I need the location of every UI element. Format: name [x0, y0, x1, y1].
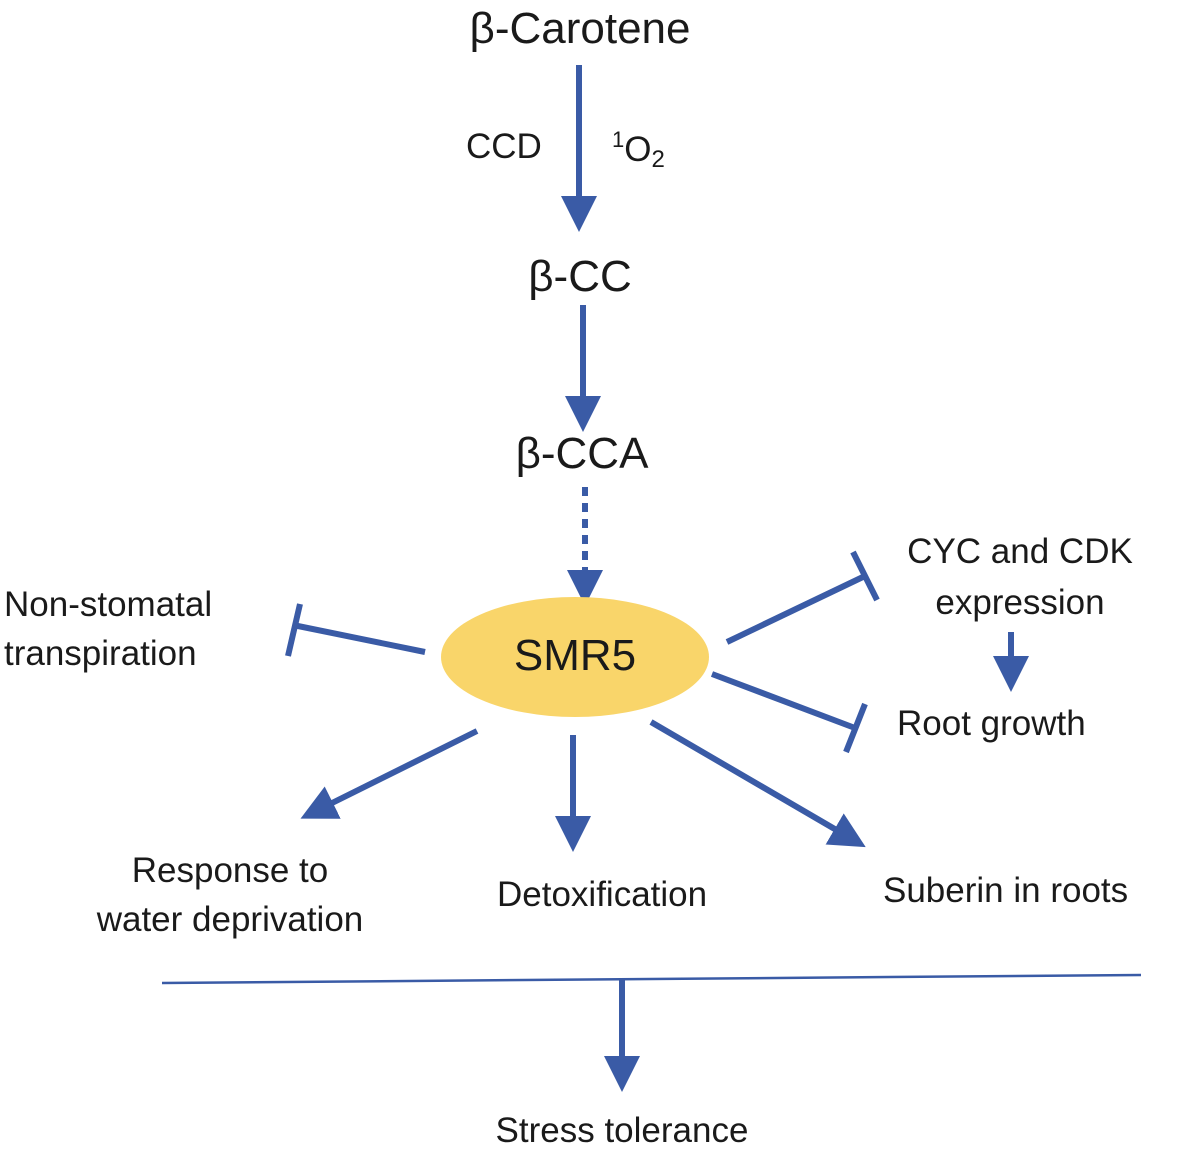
water-response-label-line1: Response to: [131, 851, 329, 890]
singlet-oxygen-sup: 1: [612, 127, 625, 152]
inhibit-cyc-cdk-bar: [850, 550, 880, 602]
cyc-cdk-label-line1: CYC and CDK: [907, 532, 1133, 571]
root-growth-label: Root growth: [897, 704, 1086, 743]
beta-carotene-label: β-Carotene: [469, 4, 691, 53]
arrow-to-suberin: [649, 719, 866, 848]
ccd-label: CCD: [466, 127, 542, 166]
singlet-oxygen-label: 1O2: [612, 127, 665, 174]
singlet-oxygen-sub: 2: [651, 146, 665, 173]
convergence-line: [161, 973, 1142, 985]
stress-tolerance-label: Stress tolerance: [495, 1111, 749, 1150]
smr5-label: SMR5: [513, 631, 637, 680]
smr5-ellipse: [441, 597, 709, 717]
water-response-label-line2: water deprivation: [96, 900, 364, 939]
inhibit-non-stomatal: [292, 622, 426, 655]
inhibit-root-growth-bar: [843, 702, 868, 754]
detox-label: Detoxification: [497, 875, 708, 914]
inhibit-non-stomatal-bar: [285, 603, 303, 657]
inhibit-cyc-cdk: [725, 573, 867, 645]
suberin-label: Suberin in roots: [883, 871, 1129, 910]
non-stomatal-label-line2: transpiration: [4, 634, 197, 673]
beta-cca-label: β-CCA: [515, 429, 649, 478]
arrow-to-water-response: [300, 728, 479, 819]
non-stomatal-label-line1: Non-stomatal: [4, 585, 213, 624]
beta-cc-label: β-CC: [528, 252, 632, 301]
inhibit-root-growth: [710, 671, 857, 731]
cyc-cdk-label-line2: expression: [935, 583, 1105, 622]
singlet-oxygen-base: O: [624, 130, 652, 169]
